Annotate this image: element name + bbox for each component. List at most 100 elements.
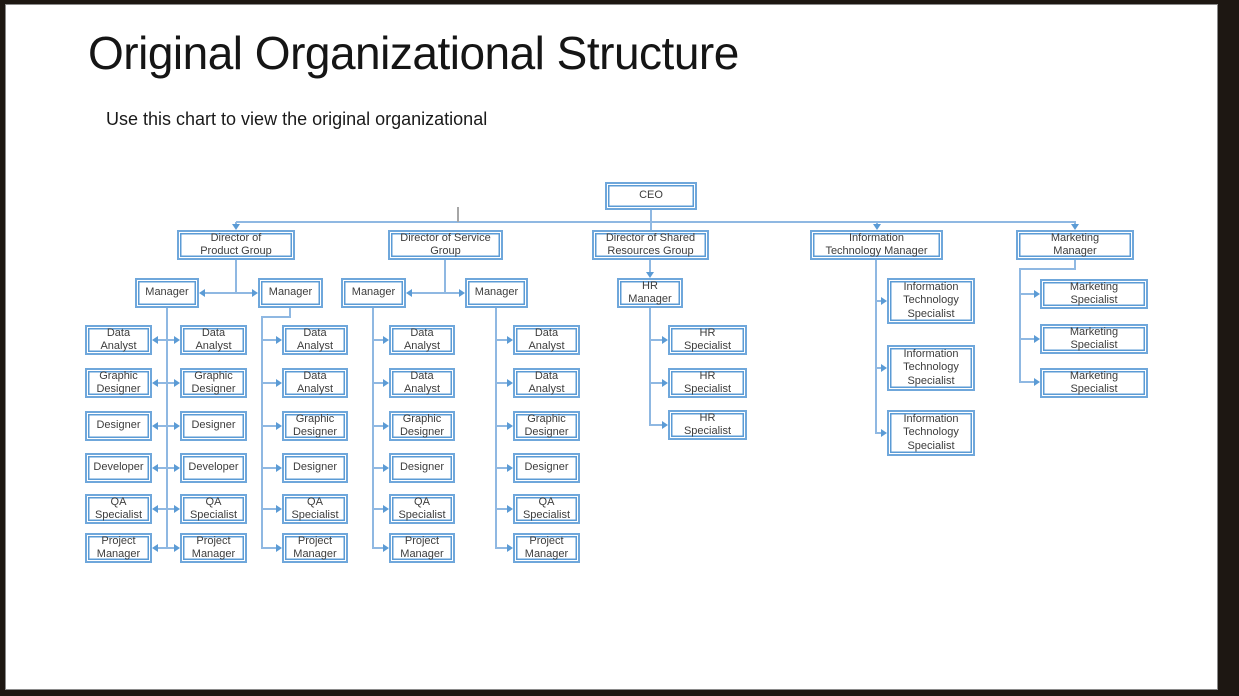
connector-arrow-right-icon bbox=[1034, 378, 1040, 386]
col4-designer-box: Designer bbox=[389, 453, 455, 483]
col1-data-analyst-box: Data Analyst bbox=[85, 325, 152, 355]
connector-arrow-right-icon bbox=[662, 336, 668, 344]
col2-qa-specialist-box: QA Specialist bbox=[180, 494, 247, 524]
connector-line bbox=[157, 467, 175, 469]
hr-specialist-1-box: HR Specialist bbox=[668, 325, 747, 355]
connector-line bbox=[1019, 268, 1021, 383]
connector-line bbox=[876, 300, 883, 302]
connector-arrow-down-icon bbox=[646, 272, 654, 278]
ceo-box: CEO bbox=[605, 182, 697, 210]
connector-line bbox=[876, 222, 878, 225]
col1-project-manager-box: Project Manager bbox=[85, 533, 152, 563]
connector-line bbox=[411, 292, 460, 294]
col3-qa-specialist-box: QA Specialist bbox=[282, 494, 348, 524]
connector-arrow-right-icon bbox=[174, 336, 180, 344]
col4-qa-specialist-box: QA Specialist bbox=[389, 494, 455, 524]
connector-line bbox=[261, 316, 263, 549]
connector-line bbox=[262, 467, 277, 469]
hr-specialist-3-box: HR Specialist bbox=[668, 410, 747, 440]
connector-arrow-right-icon bbox=[174, 379, 180, 387]
hr-manager-box: HR Manager bbox=[617, 278, 683, 308]
connector-line bbox=[650, 339, 663, 341]
connector-line bbox=[495, 308, 497, 549]
it-specialist-2-box: Information Technology Specialist bbox=[887, 345, 975, 391]
connector-line bbox=[262, 382, 277, 384]
connector-line bbox=[262, 339, 277, 341]
connector-line bbox=[876, 432, 883, 434]
col4-project-manager-box: Project Manager bbox=[389, 533, 455, 563]
connector-line bbox=[1074, 222, 1076, 225]
connector-arrow-left-icon bbox=[152, 544, 158, 552]
director-product-group-box: Director of Product Group bbox=[177, 230, 295, 260]
connector-line bbox=[650, 210, 652, 222]
marketing-specialist-3-box: Marketing Specialist bbox=[1040, 368, 1148, 398]
connector-line bbox=[262, 425, 277, 427]
manager-3-box: Manager bbox=[341, 278, 406, 308]
connector-line bbox=[157, 339, 175, 341]
col2-project-manager-box: Project Manager bbox=[180, 533, 247, 563]
connector-arrow-left-icon bbox=[152, 379, 158, 387]
connector-line bbox=[204, 292, 254, 294]
connector-arrow-right-icon bbox=[276, 544, 282, 552]
connector-line bbox=[373, 382, 385, 384]
manager-1-box: Manager bbox=[135, 278, 199, 308]
director-service-group-box: Director of Service Group bbox=[388, 230, 503, 260]
connector-line bbox=[373, 339, 385, 341]
connector-line bbox=[496, 467, 508, 469]
connector-line bbox=[289, 308, 291, 318]
col4-data-analyst-2-box: Data Analyst bbox=[389, 368, 455, 398]
connector-arrow-right-icon bbox=[507, 336, 513, 344]
connector-line bbox=[650, 222, 652, 230]
col2-designer-box: Designer bbox=[180, 411, 247, 441]
director-shared-resources-group-box: Director of Shared Resources Group bbox=[592, 230, 709, 260]
col4-graphic-designer-box: Graphic Designer bbox=[389, 411, 455, 441]
connector-arrow-right-icon bbox=[383, 422, 389, 430]
connector-line bbox=[875, 260, 877, 434]
col5-project-manager-box: Project Manager bbox=[513, 533, 580, 563]
connector-arrow-down-icon bbox=[232, 224, 240, 230]
connector-arrow-right-icon bbox=[252, 289, 258, 297]
connector-line bbox=[373, 508, 385, 510]
connector-arrow-right-icon bbox=[881, 429, 887, 437]
connector-arrow-right-icon bbox=[276, 379, 282, 387]
connector-arrow-right-icon bbox=[174, 464, 180, 472]
col1-qa-specialist-box: QA Specialist bbox=[85, 494, 152, 524]
connector-line bbox=[166, 308, 168, 549]
col4-data-analyst-1-box: Data Analyst bbox=[389, 325, 455, 355]
marketing-manager-box: Marketing Manager bbox=[1016, 230, 1134, 260]
col3-data-analyst-2-box: Data Analyst bbox=[282, 368, 348, 398]
col3-project-manager-box: Project Manager bbox=[282, 533, 348, 563]
col1-designer-box: Designer bbox=[85, 411, 152, 441]
connector-arrow-down-icon bbox=[1071, 224, 1079, 230]
connector-arrow-right-icon bbox=[383, 464, 389, 472]
connector-arrow-right-icon bbox=[383, 505, 389, 513]
connector-arrow-right-icon bbox=[174, 505, 180, 513]
col1-developer-box: Developer bbox=[85, 453, 152, 483]
connector-arrow-left-icon bbox=[199, 289, 205, 297]
connector-line bbox=[496, 339, 508, 341]
connector-line bbox=[236, 221, 1076, 223]
connector-arrow-right-icon bbox=[1034, 290, 1040, 298]
page-subtitle: Use this chart to view the original orga… bbox=[106, 109, 488, 129]
connector-line bbox=[262, 547, 277, 549]
connector-line bbox=[496, 382, 508, 384]
page-title: Original Organizational Structure bbox=[88, 27, 739, 79]
connector-line bbox=[372, 308, 374, 549]
connector-arrow-left-icon bbox=[152, 422, 158, 430]
connector-arrow-right-icon bbox=[662, 421, 668, 429]
connector-line bbox=[373, 467, 385, 469]
col3-graphic-designer-box: Graphic Designer bbox=[282, 411, 348, 441]
connector-line bbox=[1020, 338, 1035, 340]
col3-designer-box: Designer bbox=[282, 453, 348, 483]
connector-line bbox=[649, 260, 651, 273]
connector-arrow-right-icon bbox=[1034, 335, 1040, 343]
connector-arrow-right-icon bbox=[174, 422, 180, 430]
it-specialist-1-box: Information Technology Specialist bbox=[887, 278, 975, 324]
information-technology-manager-box: Information Technology Manager bbox=[810, 230, 943, 260]
connector-line bbox=[1020, 381, 1035, 383]
col1-graphic-designer-box: Graphic Designer bbox=[85, 368, 152, 398]
connector-arrow-right-icon bbox=[881, 364, 887, 372]
connector-arrow-right-icon bbox=[276, 336, 282, 344]
it-specialist-3-box: Information Technology Specialist bbox=[887, 410, 975, 456]
